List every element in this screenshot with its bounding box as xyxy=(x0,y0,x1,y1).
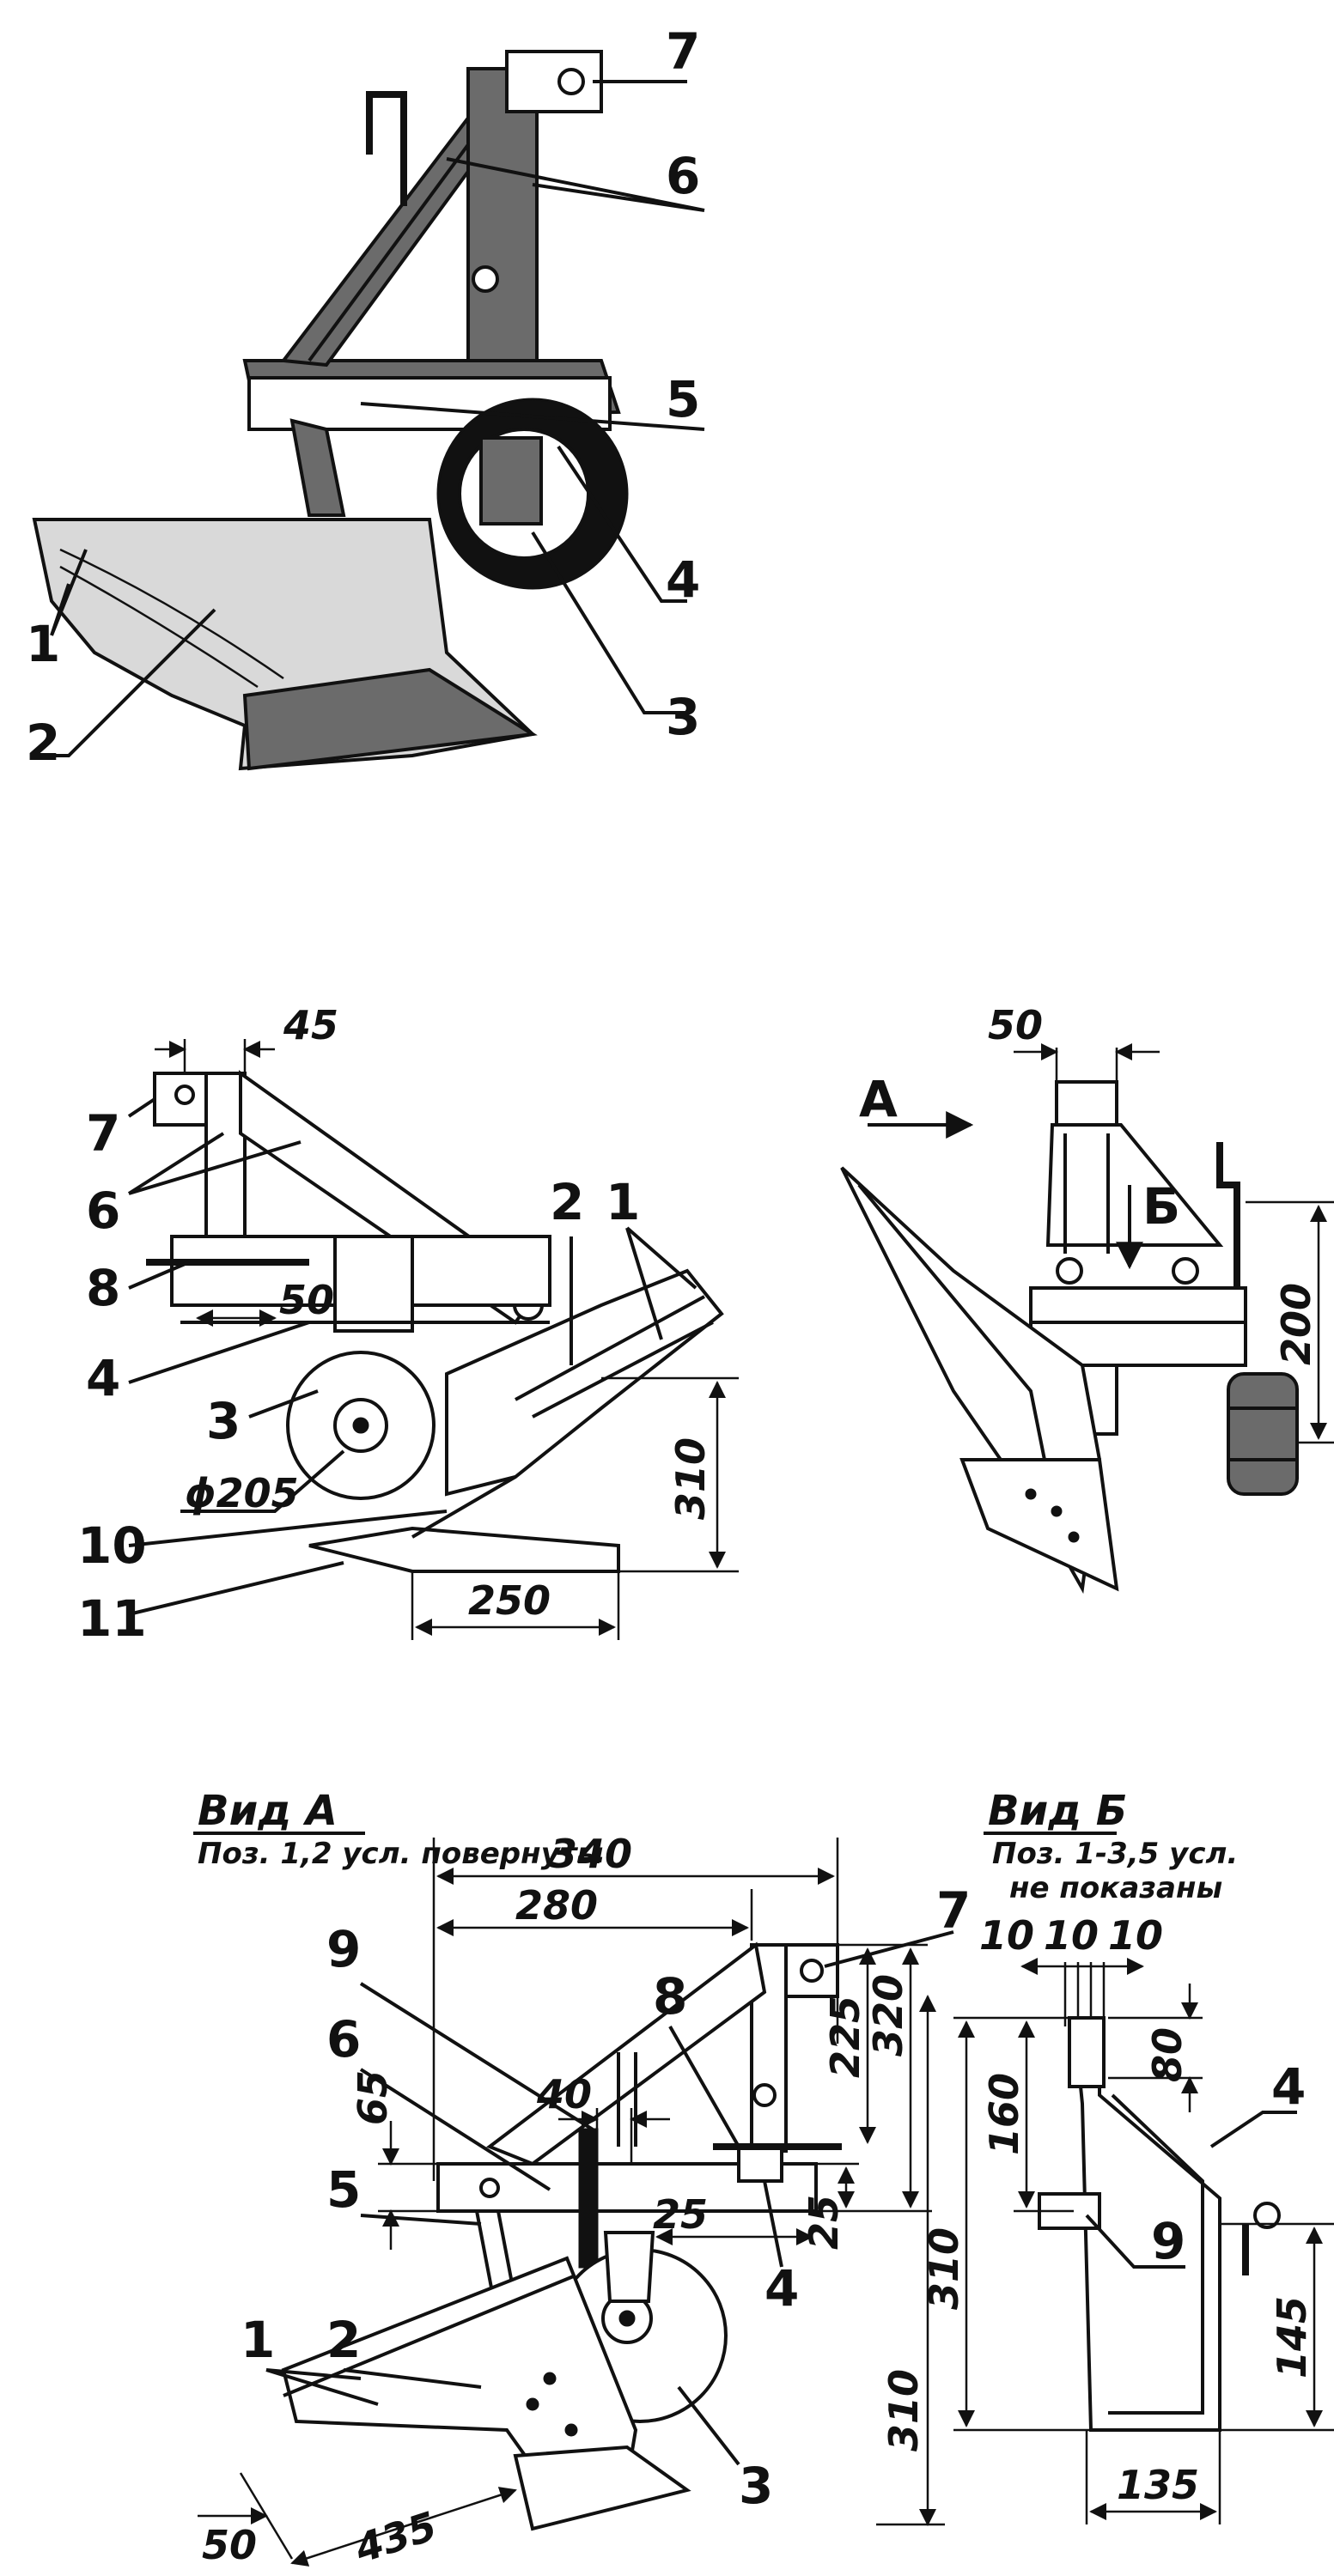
view-b-dim-145: 145 xyxy=(1269,2296,1315,2379)
view-a-dim-25-vertical: 25 xyxy=(801,2195,847,2250)
view-a-callout-1: 1 xyxy=(241,2311,275,2369)
view-b-callout-4: 4 xyxy=(1271,2057,1306,2116)
f1-callout-5: 5 xyxy=(666,370,700,428)
view-b-dim-10-a: 10 xyxy=(979,1912,1034,1959)
view-b: Вид Б Поз. 1-3,5 усл. не показаны 10 10 … xyxy=(921,1787,1334,2524)
f2-callout-10: 10 xyxy=(77,1516,147,1575)
view-a-callout-3: 3 xyxy=(739,2457,773,2515)
f2-dim-50: 50 xyxy=(279,1277,334,1323)
f1-callout-3: 3 xyxy=(666,688,700,746)
f2-callout-1: 1 xyxy=(606,1173,640,1231)
f2-callout-11: 11 xyxy=(77,1589,147,1648)
f2-dim-d205: ϕ205 xyxy=(185,1470,299,1516)
f1-callout-2: 2 xyxy=(26,714,60,772)
figure-1-perspective: 7 6 5 4 3 1 2 xyxy=(26,22,705,772)
view-a-dim-310: 310 xyxy=(880,2369,927,2451)
view-a-beam xyxy=(485,1941,767,2166)
view-a-dim-340: 340 xyxy=(550,1831,632,1877)
view-b-dim-160: 160 xyxy=(981,2073,1027,2155)
view-b-dim-135: 135 xyxy=(1117,2462,1199,2508)
view-a-callout-2: 2 xyxy=(326,2311,361,2369)
f2-dim-310: 310 xyxy=(667,1437,714,1520)
view-a: Вид А Поз. 1,2 усл. повернуты 340 280 40 xyxy=(193,1787,971,2573)
view-b-dim-10-c: 10 xyxy=(1108,1912,1163,1959)
f2-callout-4: 4 xyxy=(86,1349,120,1407)
view-a-callout-8: 8 xyxy=(653,1967,687,2026)
view-b-dim-80: 80 xyxy=(1144,2027,1191,2082)
f1-callout-6: 6 xyxy=(666,147,700,205)
f3-arrow-label-a: А xyxy=(859,1070,898,1128)
f2-callout-7: 7 xyxy=(86,1104,120,1163)
view-b-callout-9: 9 xyxy=(1151,2212,1185,2270)
view-b-dim-10-b: 10 xyxy=(1044,1912,1099,1959)
view-b-title: Вид Б xyxy=(988,1787,1127,1835)
f3-dim-50: 50 xyxy=(988,1002,1043,1048)
view-a-callout-4: 4 xyxy=(764,2259,799,2318)
f2-dim-45: 45 xyxy=(283,1002,338,1048)
view-a-dim-50: 50 xyxy=(202,2522,257,2568)
f2-dim-250: 250 xyxy=(468,1577,551,1624)
view-a-callout-6: 6 xyxy=(326,2010,361,2069)
f2-callout-8: 8 xyxy=(86,1259,120,1317)
f2-callout-2: 2 xyxy=(550,1173,584,1231)
view-b-dim-310: 310 xyxy=(921,2227,967,2310)
f2-callout-6: 6 xyxy=(86,1182,120,1240)
f2-callout-3: 3 xyxy=(206,1392,241,1450)
share-shape xyxy=(242,667,538,771)
f1-callout-4: 4 xyxy=(666,550,700,609)
view-a-title: Вид А xyxy=(198,1787,338,1835)
view-b-subtitle-line1: Поз. 1-3,5 усл. xyxy=(992,1837,1238,1871)
f1-callout-1: 1 xyxy=(26,615,60,673)
view-b-subtitle-line2: не показаны xyxy=(1009,1871,1222,1905)
view-a-callout-7: 7 xyxy=(936,1881,971,1940)
view-a-dim-225: 225 xyxy=(822,1996,868,2078)
f3-dim-200: 200 xyxy=(1273,1283,1319,1365)
f3-wheel xyxy=(1227,1372,1299,1496)
view-a-dim-435: 435 xyxy=(349,2502,442,2572)
view-a-callout-5: 5 xyxy=(326,2160,361,2219)
figure-3-front-view: А 50 Б 200 xyxy=(840,1002,1334,1595)
figure-2-side-view: 45 50 ϕ205 310 250 7 6 8 4 3 10 11 2 1 xyxy=(77,1002,739,1648)
f2-share xyxy=(308,1526,620,1573)
view-a-callout-9: 9 xyxy=(326,1920,361,1978)
f1-callout-7: 7 xyxy=(666,22,700,81)
view-a-dim-25-horizontal: 25 xyxy=(653,2191,708,2238)
vertical-post xyxy=(466,67,539,362)
view-a-dim-280: 280 xyxy=(515,1882,598,1929)
view-a-subtitle: Поз. 1,2 усл. повернуты xyxy=(198,1837,603,1871)
f3-view-label-b: Б xyxy=(1142,1177,1180,1236)
view-a-dim-320: 320 xyxy=(865,1974,911,2057)
view-a-dim-65: 65 xyxy=(350,2070,396,2125)
